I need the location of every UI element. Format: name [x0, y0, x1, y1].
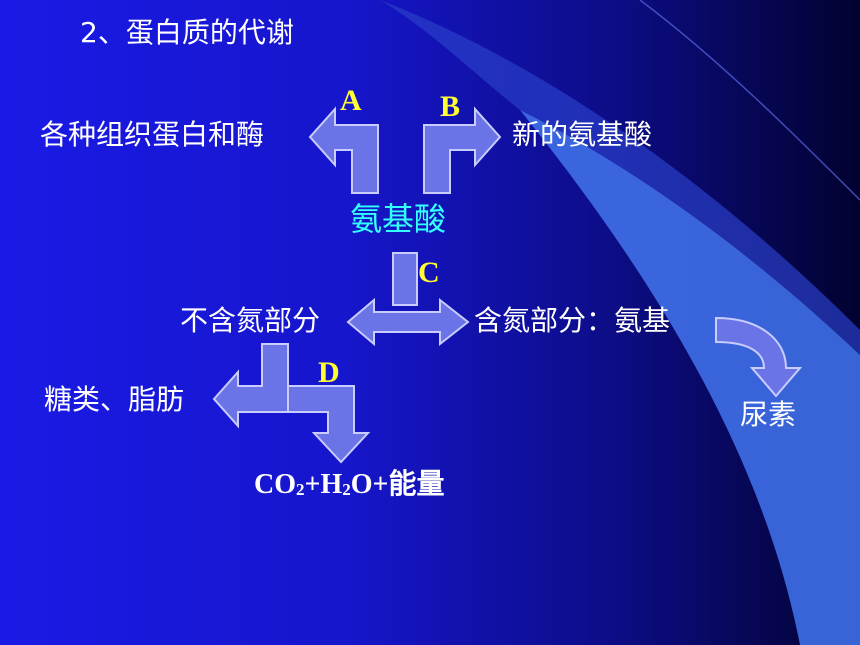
sugars-fats: 糖类、脂肪	[44, 383, 185, 416]
arrow-urea	[715, 316, 803, 398]
energy-sub-2b: 2	[342, 480, 351, 499]
label-d: D	[318, 356, 340, 389]
energy-plus-h: +H	[304, 469, 343, 500]
left-product: 各种组织蛋白和酶	[40, 118, 265, 151]
label-b: B	[440, 90, 461, 123]
arrow-d-left	[212, 343, 289, 429]
arrow-d-down	[287, 385, 371, 464]
arrow-a	[308, 106, 379, 194]
arrow-c-double	[346, 297, 470, 347]
label-c: C	[418, 256, 440, 289]
label-a: A	[340, 84, 362, 117]
arrow-c-stem	[392, 252, 418, 306]
energy-tail: O+能量	[350, 469, 445, 500]
center-amino-acid: 氨基酸	[350, 200, 447, 238]
arrow-b	[423, 106, 502, 194]
swoosh-band	[520, 110, 860, 645]
energy-sub-2a: 2	[296, 480, 305, 499]
swoosh-line	[639, 0, 860, 201]
energy-products: CO2+H2O+能量	[254, 468, 444, 507]
right-product: 新的氨基酸	[512, 118, 653, 151]
urea: 尿素	[740, 398, 797, 431]
swoosh-edge	[380, 0, 860, 355]
slide-title: 2、蛋白质的代谢	[80, 16, 294, 49]
non-nitrogen-part: 不含氮部分	[180, 304, 321, 337]
nitrogen-part: 含氮部分：氨基	[474, 304, 671, 337]
energy-co: CO	[254, 469, 296, 500]
